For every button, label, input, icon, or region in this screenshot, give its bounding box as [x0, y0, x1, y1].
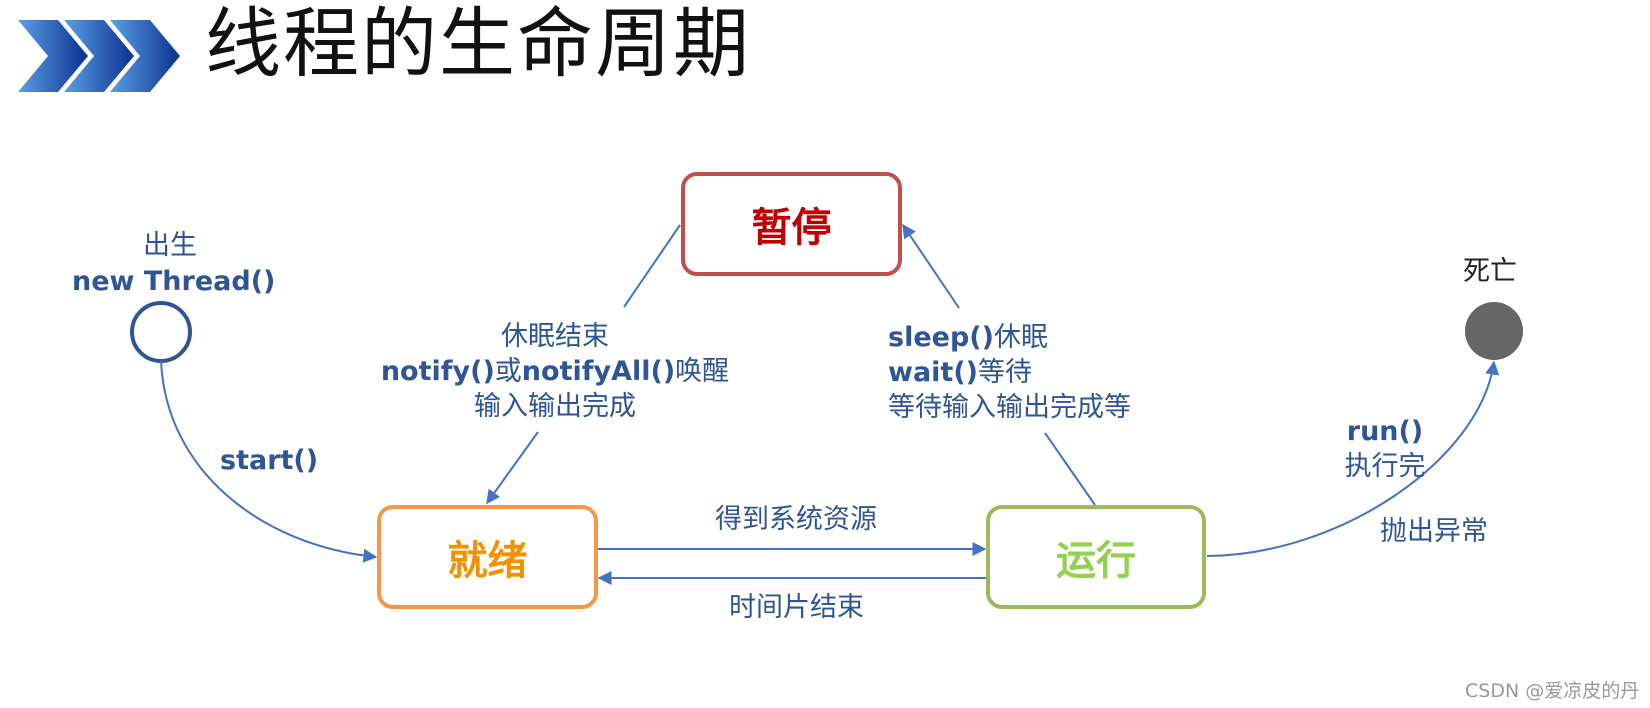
watermark: CSDN @爱凉皮的丹 [1465, 680, 1640, 702]
run-code-label: run() [1346, 416, 1424, 447]
exception-label: 抛出异常 [1380, 516, 1488, 547]
sleep-line-2: wait()等待 [888, 355, 1131, 390]
state-ready: 就绪 [377, 505, 598, 609]
arrow-run-pause-top [902, 223, 960, 309]
header-chevron-icon [18, 20, 180, 92]
sleep-line-3: 等待输入输出完成等 [888, 392, 1131, 423]
arrow-run-dead [1206, 360, 1500, 557]
state-ready-label: 就绪 [447, 538, 528, 584]
dead-label: 死亡 [1463, 256, 1517, 287]
arrow-pause-ready-top [623, 224, 681, 308]
wake-suffix: 唤醒 [675, 356, 730, 387]
state-run-label: 运行 [1056, 538, 1136, 584]
page-title: 线程的生命周期 [205, 0, 751, 88]
sleep-text: 休眠 [993, 322, 1048, 353]
get-resource-label: 得到系统资源 [715, 504, 877, 535]
wait-text: 等待 [978, 357, 1033, 388]
wake-notify: notify() [380, 356, 495, 387]
arrow-start [160, 360, 378, 563]
dead-state-circle [1465, 302, 1523, 360]
born-label: 出生 [110, 228, 230, 263]
born-text: 出生 [143, 230, 197, 261]
arrow-run-pause-bottom [1044, 432, 1096, 506]
sleep-condition-label: sleep()休眠 wait()等待 等待输入输出完成等 [888, 320, 1131, 425]
wake-notifyall: notifyAll() [521, 356, 676, 387]
state-pause: 暂停 [681, 172, 902, 276]
run-done-label: 执行完 [1344, 451, 1426, 482]
arrow-pause-ready-bottom [486, 431, 539, 505]
wait-call: wait() [888, 357, 979, 388]
sleep-line-1: sleep()休眠 [888, 320, 1131, 355]
wake-line-1: 休眠结束 [501, 321, 609, 352]
state-run: 运行 [986, 505, 1206, 609]
wake-or: 或 [494, 356, 522, 387]
born-code-label: new Thread() [72, 266, 276, 297]
wake-condition-label: 休眠结束 notify()或notifyAll()唤醒 输入输出完成 [365, 319, 745, 424]
born-state-circle [130, 301, 192, 363]
state-pause-label: 暂停 [751, 205, 832, 251]
time-slice-end-label: 时间片结束 [729, 592, 864, 623]
wake-line-3: 输入输出完成 [474, 391, 636, 422]
wake-line-2: notify()或notifyAll()唤醒 [365, 354, 745, 389]
start-label: start() [220, 445, 319, 476]
sleep-call: sleep() [888, 322, 994, 353]
